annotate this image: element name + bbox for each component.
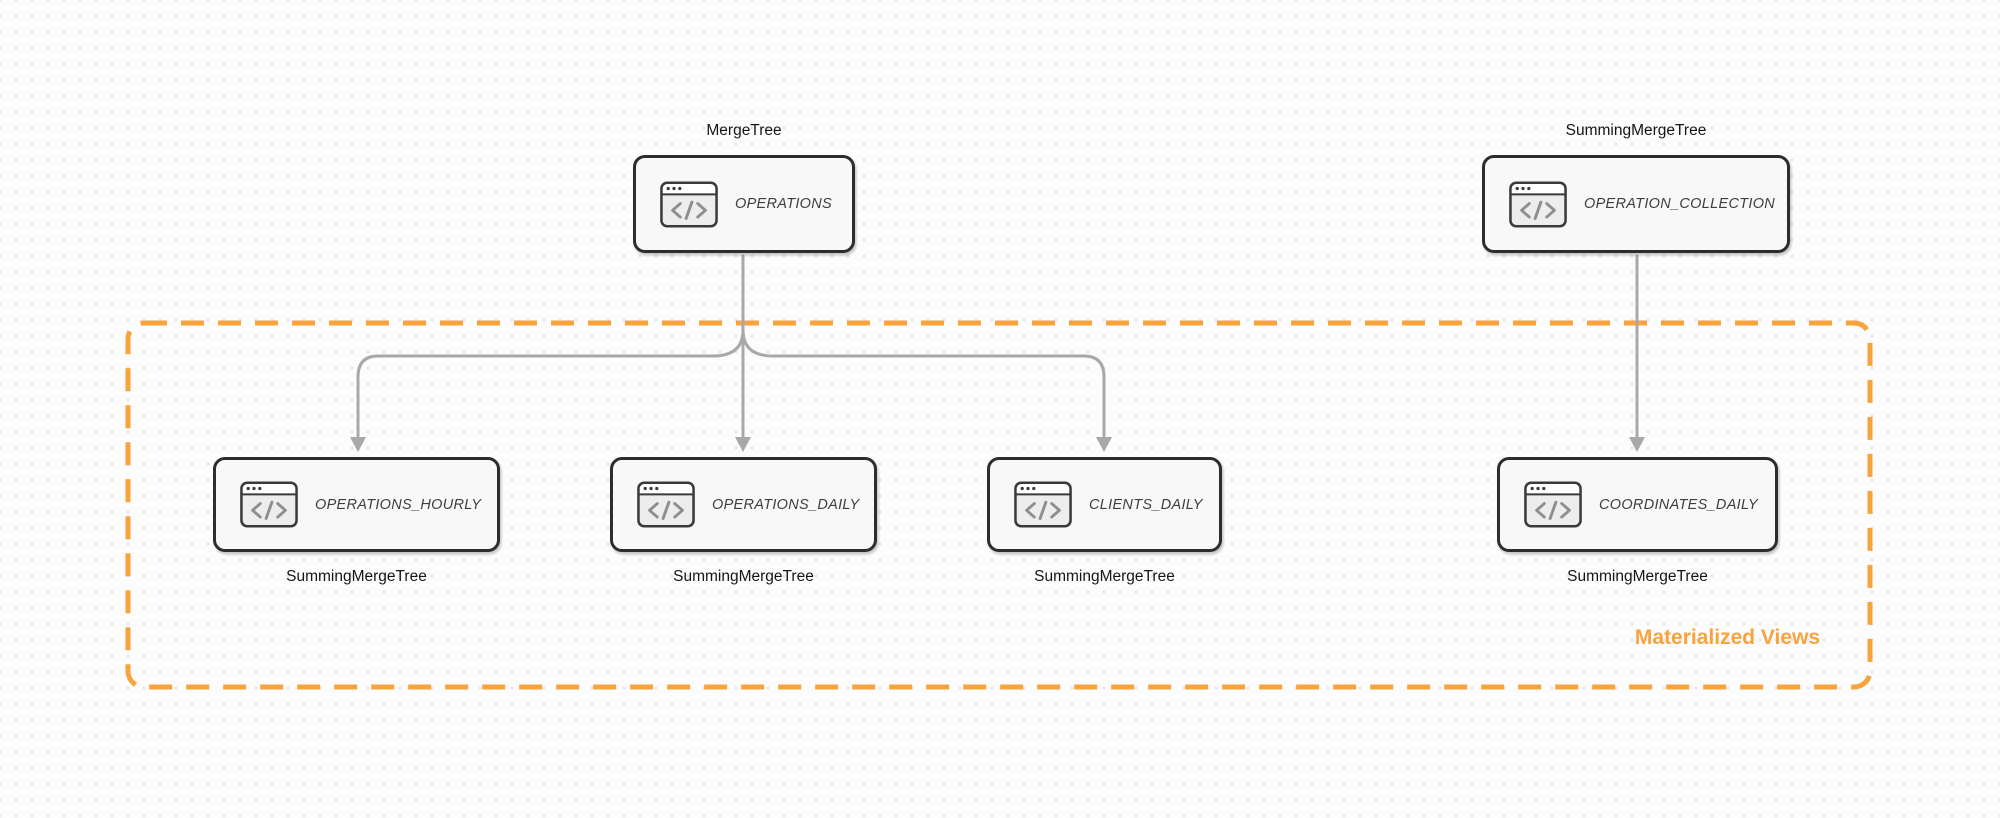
node-operations-daily: OPERATIONS_DAILY SummingMergeTree bbox=[610, 457, 877, 587]
node-title: CLIENTS_DAILY bbox=[1089, 496, 1203, 513]
node-coordinates-daily: COORDINATES_DAILY SummingMergeTree bbox=[1497, 457, 1778, 587]
node-box-operations-hourly[interactable]: OPERATIONS_HOURLY bbox=[213, 457, 500, 552]
code-window-icon bbox=[637, 481, 695, 528]
node-operation-collection: SummingMergeTree OPERATION_COLLECTION bbox=[1482, 121, 1790, 253]
node-box-clients-daily[interactable]: CLIENTS_DAILY bbox=[987, 457, 1222, 552]
engine-label: SummingMergeTree bbox=[1565, 122, 1707, 139]
node-title: COORDINATES_DAILY bbox=[1599, 496, 1759, 513]
code-window-icon bbox=[1014, 481, 1072, 528]
engine-label: SummingMergeTree bbox=[673, 568, 814, 585]
code-window-icon bbox=[660, 180, 718, 228]
materialized-views-label: Materialized Views bbox=[1634, 626, 1821, 649]
engine-label: MergeTree bbox=[706, 122, 782, 139]
node-box-operation-collection[interactable]: OPERATION_COLLECTION bbox=[1482, 155, 1790, 253]
node-title: OPERATIONS_DAILY bbox=[712, 496, 860, 513]
node-title: OPERATION_COLLECTION bbox=[1584, 196, 1776, 212]
node-box-coordinates-daily[interactable]: COORDINATES_DAILY bbox=[1497, 457, 1778, 552]
engine-label: SummingMergeTree bbox=[286, 568, 427, 585]
node-clients-daily: CLIENTS_DAILY SummingMergeTree bbox=[987, 457, 1222, 587]
node-box-operations[interactable]: OPERATIONS bbox=[633, 155, 855, 253]
code-window-icon bbox=[1524, 481, 1582, 528]
code-window-icon bbox=[240, 481, 298, 528]
node-box-operations-daily[interactable]: OPERATIONS_DAILY bbox=[610, 457, 877, 552]
edge-operations-to-clients-daily bbox=[741, 328, 1112, 452]
node-operations: MergeTree OPERATIONS bbox=[633, 121, 855, 253]
edge-operations-to-operations-hourly bbox=[350, 328, 745, 452]
materialized-views-boundary[interactable] bbox=[125, 320, 1873, 690]
engine-label: SummingMergeTree bbox=[1567, 568, 1708, 585]
engine-label: SummingMergeTree bbox=[1034, 568, 1175, 585]
code-window-icon bbox=[1509, 180, 1567, 228]
node-title: OPERATIONS_HOURLY bbox=[315, 496, 482, 513]
node-operations-hourly: OPERATIONS_HOURLY SummingMergeTree bbox=[213, 457, 500, 587]
node-title: OPERATIONS bbox=[735, 196, 832, 212]
